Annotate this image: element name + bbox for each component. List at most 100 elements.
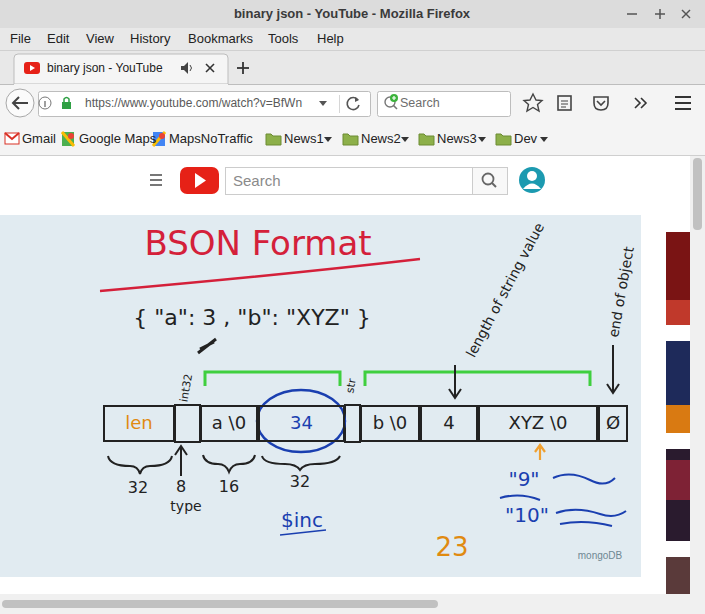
byte-cell: 4 (420, 405, 478, 442)
drawing-stroke (205, 372, 340, 386)
byte-cell: 34 (258, 405, 345, 442)
drawing-stroke (339, 95, 340, 113)
drawing-stroke (257, 390, 345, 452)
drawing-stroke (560, 522, 612, 526)
drawing-stroke (0, 84, 705, 122)
menu-item: History (130, 32, 170, 47)
drawing-stroke (0, 215, 641, 577)
drawing-stroke (64, 98, 69, 103)
drawing-stroke (228, 84, 705, 85)
json-example: { "a": 3 , "b": "XYZ" } (133, 305, 371, 330)
bookmark-link: Google Maps (79, 132, 156, 147)
browser-tab: binary json - YouTube (14, 54, 228, 84)
drawing-stroke (319, 101, 327, 106)
drawing-stroke (527, 171, 537, 181)
drawing-stroke (62, 132, 74, 146)
window-title: binary json - YouTube - Mozilla Firefox (234, 7, 470, 22)
drawing-stroke (666, 232, 690, 325)
drawing-stroke (635, 98, 646, 108)
operator-note: $inc (281, 509, 323, 532)
drawing-stroke (496, 134, 511, 145)
drawing-stroke (13, 97, 28, 109)
url-field: https://www.youtube.com/watch?v=BfWn (38, 91, 317, 116)
drawing-stroke (524, 94, 542, 111)
menu-item: Edit (47, 32, 69, 47)
drawing-stroke (492, 183, 496, 187)
drawing-stroke (108, 456, 172, 474)
value-note: "9" (508, 468, 539, 491)
menu-item: View (86, 32, 114, 47)
drawing-stroke (159, 133, 165, 139)
bookmark-folder: News1 (284, 132, 324, 147)
menu-item: Tools (268, 32, 298, 47)
drawing-stroke (100, 259, 420, 291)
drawing-stroke (198, 339, 216, 353)
drawing-stroke (30, 65, 35, 71)
drawing-stroke (0, 84, 14, 85)
drawing-stroke (175, 446, 187, 476)
drawing-stroke (693, 158, 702, 230)
node-text: len (125, 413, 152, 434)
byte-size: 16 (219, 478, 239, 496)
drawing-stroke (0, 594, 705, 614)
drawing-stroke (519, 167, 545, 193)
node-text: b \0 (373, 413, 408, 434)
drawing-stroke (690, 156, 705, 594)
byte-cell: len (103, 405, 175, 442)
drawing-stroke (483, 174, 494, 185)
byte-cell: a \0 (200, 405, 258, 442)
drawing-stroke (561, 101, 568, 107)
drawing-stroke (355, 97, 359, 102)
drawing-stroke (44, 101, 45, 107)
drawing-stroke (553, 474, 615, 483)
drawing-stroke (0, 155, 705, 156)
drawing-stroke (175, 405, 200, 442)
drawing-stroke (5, 133, 19, 144)
drawing-stroke (401, 137, 409, 142)
drawing-stroke (68, 133, 74, 139)
node-text: Search (233, 172, 281, 189)
type-note: str (345, 378, 360, 395)
byte-size: 32 (128, 479, 148, 497)
drawing-stroke (449, 365, 461, 398)
node-text: https://www.youtube.com/watch?v=BfWn (85, 97, 302, 111)
drawing-stroke (540, 137, 548, 142)
drawing-stroke (394, 106, 398, 110)
bookmark-link: Gmail (22, 132, 56, 147)
drawing-stroke (558, 96, 571, 110)
drawing-stroke (0, 122, 705, 156)
drawing-stroke (343, 134, 358, 145)
drawing-stroke (378, 92, 511, 117)
drawing-stroke (195, 173, 206, 188)
menu-item: File (10, 32, 31, 47)
drawing-stroke (473, 168, 508, 195)
drawing-stroke (203, 455, 255, 472)
drawing-stroke (500, 495, 540, 500)
drawing-stroke (0, 215, 641, 577)
drawing-stroke (666, 460, 690, 500)
drawing-stroke (666, 449, 690, 541)
drawing-stroke (324, 137, 332, 142)
menu-item: Help (317, 32, 344, 47)
bookmark-folder: News3 (437, 132, 477, 147)
drawing-stroke (627, 13, 637, 15)
drawing-stroke (523, 184, 541, 190)
drawing-stroke (682, 10, 690, 18)
menu-item: Bookmarks (188, 32, 253, 47)
drawing-stroke (0, 50, 705, 51)
type-note: type (170, 498, 201, 514)
node-text: 34 (290, 413, 313, 434)
byte-cell: XYZ \0 (478, 405, 598, 442)
drawing-stroke (190, 65, 192, 71)
byte-size: 32 (290, 473, 310, 491)
number-note: 23 (435, 533, 468, 563)
node-text: 4 (443, 413, 454, 434)
drawing-stroke (478, 137, 486, 142)
drawing-stroke (206, 64, 214, 72)
drawing-stroke (150, 175, 162, 185)
value-note: "10" (505, 504, 549, 527)
drawing-stroke (666, 405, 690, 433)
node-text: Ø (606, 413, 620, 434)
drawing-stroke (392, 96, 396, 100)
